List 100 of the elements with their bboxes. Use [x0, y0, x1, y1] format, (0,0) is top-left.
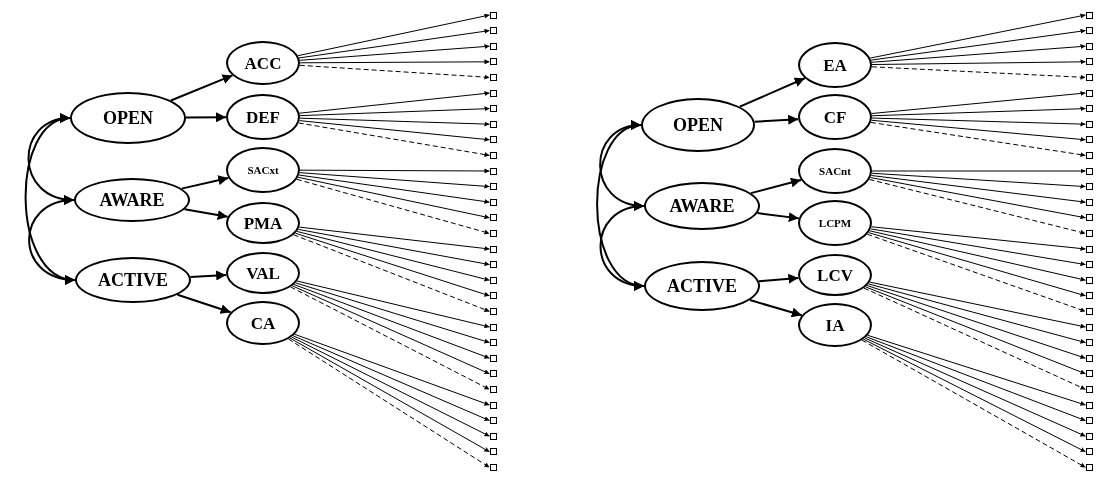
indicator-square [489, 276, 497, 284]
indicator-square [489, 105, 497, 113]
indicator-square [489, 354, 497, 362]
indicator-square [1085, 167, 1093, 175]
factor-ellipse [226, 202, 300, 244]
indicator-square [1085, 370, 1093, 378]
indicator-square [489, 167, 497, 175]
dashed-arrow [290, 286, 490, 390]
arrow [865, 336, 1086, 422]
indicator-square [1085, 73, 1093, 81]
arrow [296, 280, 490, 329]
arrow [753, 114, 800, 125]
indicator-square [489, 42, 497, 50]
indicator-square [1085, 276, 1093, 284]
arrow [183, 208, 229, 220]
indicator-square [1085, 307, 1093, 315]
factor-ellipse [798, 42, 872, 88]
ellipse-label: AWARE [669, 197, 735, 215]
indicator-square [1085, 42, 1093, 50]
indicator-square [1085, 245, 1093, 253]
arrow [868, 232, 1086, 297]
arrow [292, 335, 490, 422]
ellipse-label: VAL [246, 264, 280, 282]
arrow [299, 168, 490, 174]
ellipse-label: LCPM [818, 217, 852, 229]
dashed-arrow [870, 121, 1086, 158]
indicator-square [489, 370, 497, 378]
indicator-square [1085, 58, 1093, 66]
arrow [871, 226, 1086, 251]
indicator-square [489, 151, 497, 159]
arrow [295, 282, 490, 344]
arrow [291, 336, 490, 437]
ellipse-label: CF [823, 108, 847, 126]
arrow [868, 283, 1086, 344]
indicator-square [1085, 323, 1093, 331]
factor-ellipse [798, 148, 872, 194]
indicator-square [489, 120, 497, 128]
ellipse-label: SACxt [247, 164, 279, 176]
arrow [864, 337, 1086, 437]
arrow [870, 28, 1086, 61]
indicator-square [1085, 261, 1093, 269]
double-headed-arrow [24, 115, 76, 283]
ellipse-label: ACTIVE [98, 271, 168, 289]
ellipse-label: IA [825, 316, 845, 334]
ellipse-label: OPEN [103, 109, 153, 127]
ellipse-label: PMA [243, 214, 283, 232]
factor-ellipse [226, 301, 300, 345]
arrow [299, 117, 490, 127]
dashed-arrow [863, 287, 1086, 390]
ellipse-label: EA [823, 56, 847, 74]
indicator-square [489, 11, 497, 19]
indicator-square [489, 214, 497, 222]
arrow [871, 59, 1086, 66]
indicator-square [489, 261, 497, 269]
factor-ellipse [798, 200, 872, 246]
arrow [299, 120, 490, 142]
indicator-square [1085, 229, 1093, 237]
ellipse-label: LCV [817, 266, 853, 284]
dashed-arrow [298, 122, 490, 158]
ellipse-label: AWARE [99, 191, 165, 209]
arrow [871, 117, 1086, 127]
indicator-square [489, 198, 497, 206]
indicator-square [489, 183, 497, 191]
indicator-square [489, 385, 497, 393]
indicator-square [1085, 198, 1093, 206]
indicator-square [489, 448, 497, 456]
indicator-square [1085, 401, 1093, 409]
dashed-arrow [299, 64, 490, 80]
indicator-square [1085, 463, 1093, 471]
ellipse-label: SACnt [819, 165, 851, 177]
arrow [757, 273, 800, 284]
arrow [297, 228, 490, 267]
indicator-square [1085, 183, 1093, 191]
indicator-square [1085, 11, 1093, 19]
indicator-square [1085, 120, 1093, 128]
indicator-square [489, 58, 497, 66]
arrow [296, 230, 490, 282]
indicator-square [1085, 354, 1093, 362]
latent-ellipse [75, 257, 191, 303]
dashed-arrow [871, 66, 1086, 80]
arrow [299, 44, 490, 61]
arrow [169, 74, 234, 102]
indicator-square [489, 292, 497, 300]
ellipse-label: DEF [246, 108, 280, 126]
arrow [291, 285, 490, 375]
arrow [748, 299, 803, 318]
factor-ellipse [226, 147, 300, 193]
indicator-square [489, 307, 497, 315]
arrow [176, 293, 232, 314]
arrow [298, 174, 490, 204]
ellipse-label: OPEN [673, 116, 723, 134]
indicator-square [489, 339, 497, 347]
indicator-square [489, 245, 497, 253]
arrow [871, 172, 1086, 189]
arrow [298, 28, 490, 59]
ellipse-label: ACTIVE [667, 277, 737, 295]
indicator-square [489, 89, 497, 97]
dashed-arrow [296, 178, 490, 235]
arrow [871, 168, 1086, 174]
indicator-square [489, 417, 497, 425]
